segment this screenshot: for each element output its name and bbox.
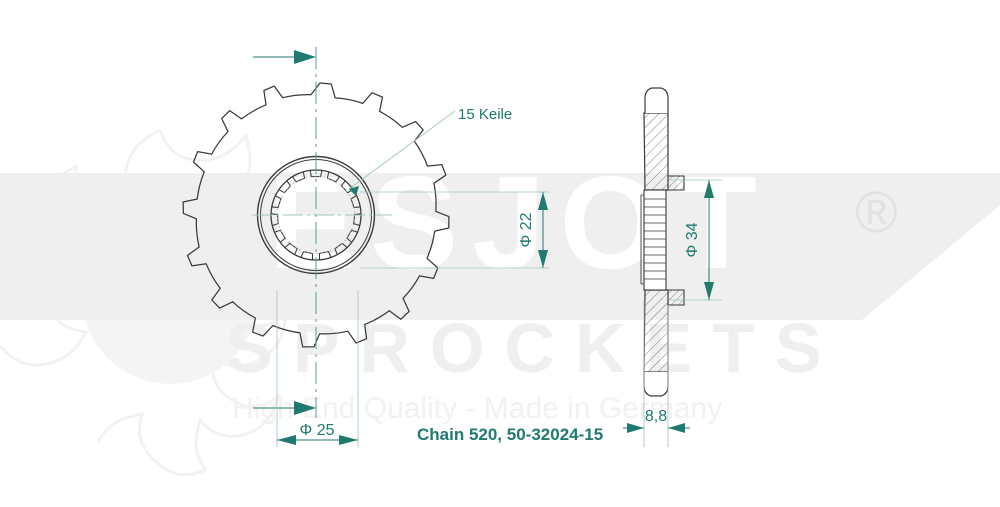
- svg-text:®: ®: [855, 180, 898, 245]
- watermark-sprockets-text: SPROCKETS: [226, 309, 842, 387]
- side-hub-shoulder-bottom: [668, 289, 685, 306]
- dimension-thickness: 8,8: [623, 300, 690, 447]
- side-view: [640, 87, 685, 397]
- side-tooth-tip-top: [644, 87, 669, 113]
- side-spline-stack: [640, 189, 667, 291]
- side-hub-shoulder-top: [668, 175, 685, 191]
- dimension-phi34-label: Φ 34: [684, 222, 701, 257]
- dimension-phi22: Φ 22: [360, 191, 549, 269]
- side-tooth-tip-bottom: [643, 372, 669, 397]
- side-section-upper: [643, 112, 669, 191]
- dimension-top-arrow: [253, 50, 316, 64]
- front-view: [182, 47, 450, 418]
- dimension-splines-note: 15 Keile: [348, 106, 512, 196]
- chain-part-label: Chain 520, 50-32024-15: [417, 425, 603, 444]
- sprocket-teeth-outline: [182, 82, 450, 348]
- dimension-phi25: Φ 25: [276, 290, 359, 447]
- brand-band: [0, 173, 1000, 320]
- dimension-phi22-label: Φ 22: [518, 212, 535, 247]
- dimension-phi34: Φ 34: [670, 179, 722, 301]
- side-section-lower: [643, 289, 669, 373]
- dimension-phi25-label: Φ 25: [299, 422, 334, 439]
- dimension-thickness-label: 8,8: [645, 408, 667, 425]
- dimension-bottom-arrow: [253, 401, 316, 415]
- splines-note-label: 15 Keile: [458, 106, 512, 123]
